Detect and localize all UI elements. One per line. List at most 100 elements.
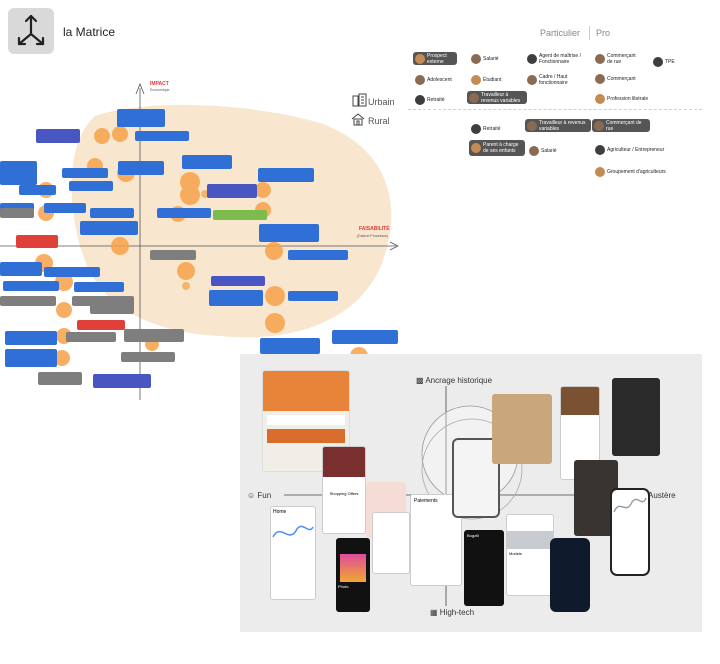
idea-card[interactable] (207, 184, 257, 198)
avatar (595, 73, 605, 84)
row-divider (408, 109, 702, 110)
idea-card[interactable] (93, 374, 151, 388)
idea-card[interactable] (182, 155, 232, 169)
avatar (471, 143, 481, 153)
idea-card[interactable] (121, 352, 175, 362)
smiley-icon: ☺ (247, 491, 256, 500)
persona-card[interactable]: Commerçant (593, 72, 643, 85)
idea-card[interactable] (135, 131, 189, 141)
persona-card[interactable]: Groupement d'agriculteurs (593, 165, 675, 178)
persona-card[interactable]: Profession libérale (593, 92, 653, 105)
idea-card[interactable] (36, 129, 80, 143)
persona-card[interactable]: Prospect externe (413, 52, 457, 65)
idea-card[interactable] (209, 290, 263, 306)
idea-card[interactable] (0, 208, 34, 218)
idea-card[interactable] (5, 331, 57, 345)
app-screenshot[interactable]: Photo (336, 538, 370, 612)
moodboard-frame: ▩ Ancrage historique ▦ High-tech ☺ Fun A… (240, 354, 702, 632)
idea-card[interactable] (124, 329, 184, 342)
app-title: la Matrice (63, 25, 116, 39)
label-high-tech: ▦ High-tech (430, 608, 475, 617)
app-screenshot[interactable]: Bugzill (464, 530, 504, 606)
product-image (561, 387, 599, 415)
idea-card[interactable] (44, 203, 86, 213)
avatar (527, 120, 537, 131)
idea-card[interactable] (80, 221, 138, 235)
product-image (323, 447, 365, 477)
idea-card[interactable] (77, 320, 125, 330)
idea-card[interactable] (288, 291, 338, 301)
row-urbain-label: Urbain (368, 97, 395, 107)
idea-card[interactable] (211, 276, 265, 286)
idea-card[interactable] (19, 185, 56, 195)
x-axis-title: FAISABILITÉ (359, 226, 390, 232)
idea-card[interactable] (62, 168, 108, 178)
app-screenshot[interactable] (492, 394, 552, 464)
persona-card[interactable]: Agent de maîtrise / Fonctionnaire (525, 52, 585, 65)
idea-card[interactable] (213, 210, 267, 220)
app-screenshot[interactable]: Models (506, 514, 554, 596)
arrows-split-icon (17, 14, 45, 46)
idea-card[interactable] (118, 161, 164, 175)
app-screenshot[interactable] (560, 386, 600, 480)
persona-card[interactable]: Adolescent (413, 73, 457, 86)
idea-card[interactable] (3, 281, 59, 291)
app-logo[interactable] (8, 8, 54, 54)
idea-card[interactable] (16, 235, 58, 248)
app-screenshot[interactable] (612, 378, 660, 456)
idea-card[interactable] (259, 224, 319, 242)
persona-card[interactable]: Salarié (469, 52, 513, 65)
persona-card[interactable]: Commerçant de rue (593, 52, 643, 65)
idea-card[interactable] (66, 332, 116, 342)
idea-card[interactable] (332, 330, 398, 344)
idea-card[interactable] (69, 181, 113, 191)
idea-card[interactable] (90, 304, 134, 314)
app-screenshot[interactable] (610, 488, 650, 576)
persona-card[interactable]: Travailleur à revenus variables (467, 91, 527, 104)
avatar (415, 74, 425, 85)
idea-card[interactable] (258, 168, 314, 182)
idea-card[interactable] (157, 208, 211, 218)
avatar (471, 74, 481, 85)
x-axis-subtitle: (Data et Processus) (357, 234, 388, 238)
idea-card[interactable] (0, 262, 42, 276)
persona-card[interactable]: Retraité (469, 122, 513, 135)
app-screenshot[interactable] (550, 538, 590, 612)
photo-preview (340, 554, 366, 582)
avatar (469, 92, 479, 103)
idea-card[interactable] (150, 250, 196, 260)
persona-card[interactable]: Commerçant de rue (592, 119, 650, 132)
persona-card[interactable]: Retraité (413, 93, 457, 106)
grid-icon: ▦ (430, 608, 438, 617)
column-divider (589, 26, 590, 40)
persona-card[interactable]: Parent à charge de ses enfants (469, 140, 525, 156)
idea-card[interactable] (0, 161, 37, 185)
app-screenshot[interactable]: Shopping Offers (322, 446, 366, 534)
idea-card[interactable] (72, 296, 134, 306)
idea-card[interactable] (117, 109, 165, 127)
idea-card[interactable] (260, 338, 320, 354)
label-fun: ☺ Fun (247, 491, 272, 500)
idea-card[interactable] (74, 282, 124, 292)
persona-card[interactable]: Agriculteur / Entrepreneur (593, 143, 677, 156)
app-screenshot[interactable]: Home (270, 506, 316, 600)
persona-card[interactable]: Travailleur à revenus variables (525, 119, 591, 132)
persona-card[interactable]: TPE (651, 55, 685, 68)
app-screenshot[interactable] (372, 512, 410, 574)
screen-title: Photo (338, 584, 349, 589)
screen-title: Home (273, 509, 287, 515)
idea-card[interactable] (5, 349, 57, 367)
col-particulier-label: Particulier (540, 28, 581, 38)
persona-card[interactable]: Salarié (527, 144, 571, 157)
line-chart-icon (613, 497, 647, 513)
idea-card[interactable] (0, 296, 56, 306)
persona-card[interactable]: Cadre / Haut fonctionnaire (525, 73, 585, 86)
y-axis-title: IMPACT (150, 81, 169, 87)
persona-card[interactable]: Étudiant (469, 73, 513, 86)
idea-card[interactable] (288, 250, 348, 260)
idea-card[interactable] (44, 267, 100, 277)
menu-bar (267, 415, 345, 425)
idea-card[interactable] (90, 208, 134, 218)
idea-card[interactable] (38, 372, 82, 385)
col-pro-label: Pro (596, 28, 611, 38)
